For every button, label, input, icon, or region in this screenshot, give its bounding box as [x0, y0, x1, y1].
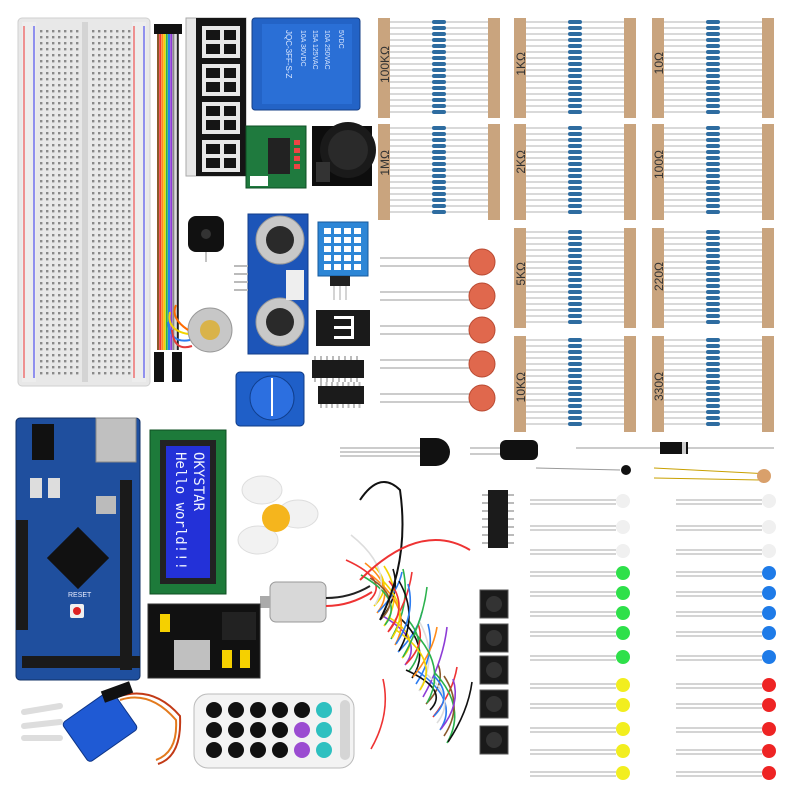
resistor-label-330: 330Ω — [652, 372, 666, 401]
ceramic-capacitors — [380, 248, 496, 412]
joystick-module — [312, 122, 376, 186]
potentiometer — [235, 371, 305, 427]
resistor-label-100k: 100KΩ — [378, 46, 392, 83]
resistor-label-10k: 10KΩ — [514, 372, 528, 403]
tact-buttons — [479, 589, 509, 755]
resistor-label-2k: 2KΩ — [514, 150, 528, 174]
relay-line3: 10A 30VDC — [299, 30, 306, 67]
led-arrays — [530, 494, 776, 780]
resistor-label-5k: 5KΩ — [514, 262, 528, 286]
resistor-label-220: 220Ω — [652, 262, 666, 291]
relay-model: JQC-3FF-S-Z — [284, 30, 293, 79]
dht11-sensor — [317, 221, 369, 300]
jumper-wire-ribbon — [154, 24, 182, 382]
arduino-mega-board — [15, 417, 141, 681]
servo-horns — [21, 703, 63, 741]
resistor-packs — [378, 18, 774, 432]
transistor-and-sensors — [340, 438, 774, 483]
lcd-line1: OKYSTAR — [190, 452, 206, 512]
relay-module — [251, 17, 361, 111]
relay-coil-label: 5VDC — [337, 30, 344, 49]
resistor-label-1k: 1KΩ — [514, 52, 528, 76]
stepper-driver-board — [245, 125, 307, 189]
relay-line2: 15A 125VAC — [311, 30, 318, 70]
board-reset-label: RESET — [68, 592, 92, 599]
ultrasonic-sensor — [234, 213, 309, 355]
fan-propeller — [237, 475, 319, 555]
servo-motor — [62, 681, 182, 765]
jumper-wires-bundle — [345, 481, 473, 750]
buzzer — [188, 216, 224, 262]
four-digit-seven-segment — [185, 17, 247, 177]
dc-motor — [260, 581, 373, 623]
resistor-label-1m: 1MΩ — [378, 150, 392, 176]
resistor-label-100: 100Ω — [652, 150, 666, 179]
breadboard — [17, 17, 151, 387]
breadboard-power-module — [147, 603, 261, 679]
ic-dip — [482, 490, 514, 548]
relay-line1: 10A 250VAC — [323, 30, 330, 70]
single-seven-segment — [316, 310, 370, 346]
lcd-1602 — [149, 429, 227, 595]
ic-chips — [312, 356, 364, 408]
resistor-label-10: 10Ω — [652, 52, 666, 75]
stepper-motor — [167, 304, 233, 353]
ir-remote — [193, 693, 355, 769]
lcd-line2: Hello world!!! — [172, 452, 188, 571]
